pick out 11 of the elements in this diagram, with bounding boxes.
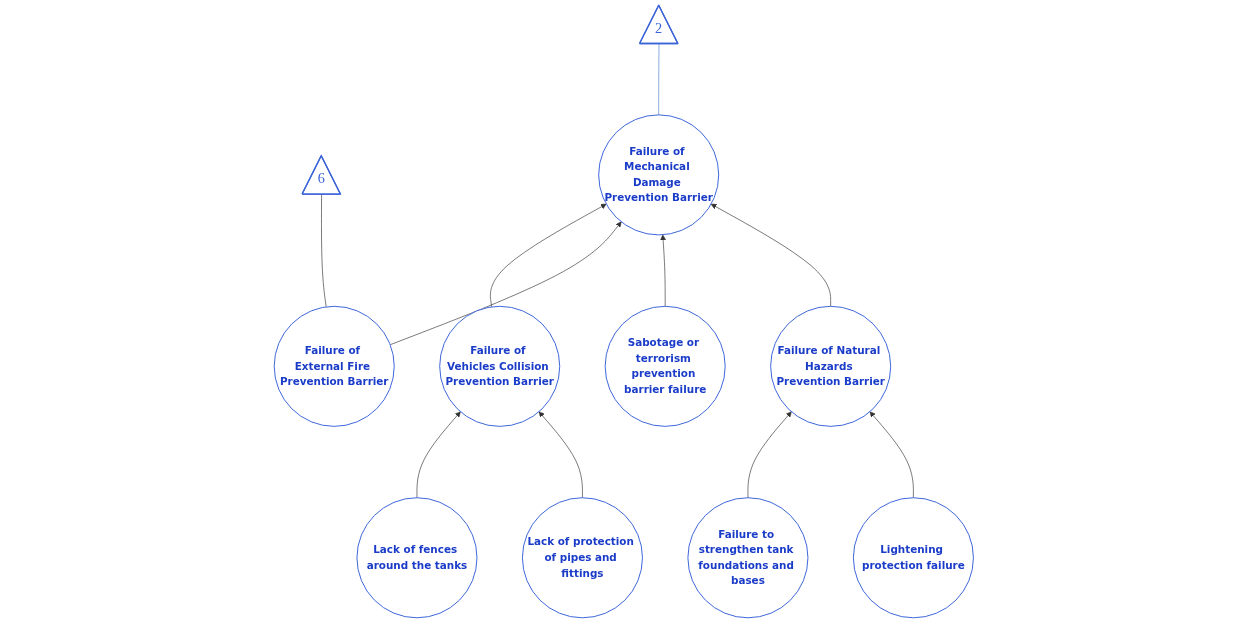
- connector: [658, 43, 660, 116]
- node-circle: Failure to strengthen tank foundations and bases: [687, 497, 809, 619]
- node-circle: Failure of Mechanical Damage Prevention Barrier: [597, 114, 719, 236]
- node-circle: Failure of Natural Hazards Prevention Barrier: [769, 305, 891, 427]
- node-circle: Lack of protection of pipes and fittings: [521, 497, 643, 619]
- node-circle: Lightening protection failure: [852, 497, 974, 619]
- connector: [320, 194, 327, 308]
- node-circle: Lack of fences around the tanks: [356, 497, 478, 619]
- node-circle: Failure of External Fire Prevention Barrier: [273, 305, 395, 427]
- node-circle: Failure of Vehicles Collision Prevention Barrier: [438, 305, 560, 427]
- node-circle: Sabotage or terrorism prevention barrier failure: [604, 305, 726, 427]
